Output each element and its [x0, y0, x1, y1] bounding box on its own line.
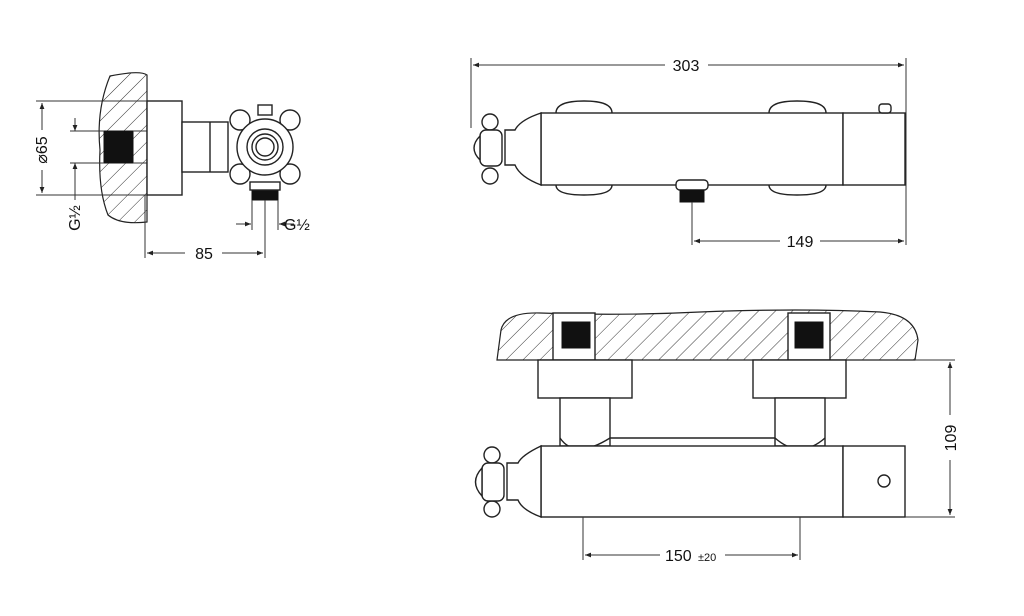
total-length-label: 303 [673, 58, 700, 75]
outlet-thread-label: G½ [284, 217, 310, 234]
diameter-label: ⌀65 [34, 136, 51, 164]
thermostat-cap [842, 445, 906, 518]
outlet-thread [251, 189, 279, 201]
thermostat-cap [842, 112, 906, 186]
cross-handle-icon [229, 104, 301, 185]
outlet-offset-label: 149 [787, 234, 814, 251]
centre-distance-label: 150 [665, 548, 692, 565]
cap-hole [877, 474, 891, 488]
top-view: 303 149 [470, 58, 907, 251]
wall-connection-block [794, 321, 824, 349]
outlet-thread [679, 189, 705, 203]
projection-label: 109 [943, 425, 960, 452]
side-view: ⌀65 G½ 85 G½ [34, 72, 310, 263]
connector-stem [181, 121, 229, 173]
wall-connection-block [103, 130, 134, 164]
centre-tolerance-label: ±20 [698, 552, 716, 564]
wall-flange [752, 359, 847, 399]
depth-label: 85 [195, 246, 213, 263]
wall-flange [146, 100, 183, 196]
handle-icon [474, 446, 505, 518]
wall-flange [537, 359, 633, 399]
mixer-body [540, 445, 844, 518]
wall-connection-block [561, 321, 591, 349]
front-view: 109 150 ±20 [474, 309, 960, 565]
wall-thread-label: G½ [67, 205, 84, 231]
mixer-body [540, 112, 844, 186]
handle-icon [473, 113, 503, 185]
